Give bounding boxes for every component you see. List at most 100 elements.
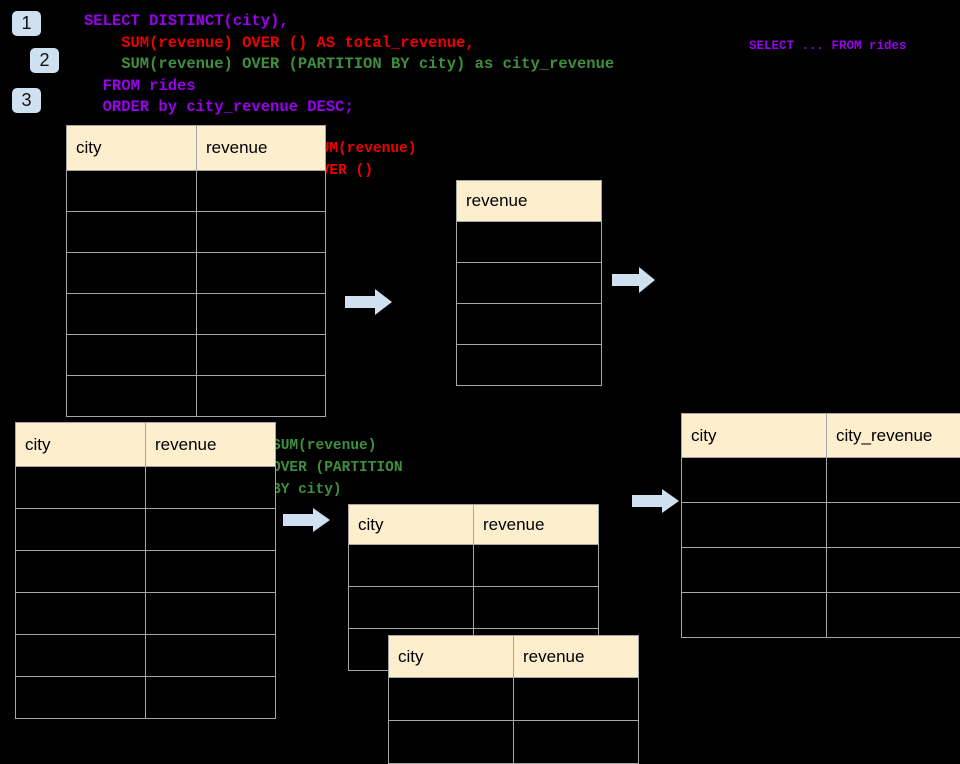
sql-line-select: SELECT DISTINCT(city),: [84, 12, 289, 30]
table-row: [457, 345, 602, 386]
table-row: [682, 548, 960, 593]
column-header-revenue: revenue: [197, 126, 326, 171]
cell-city: [682, 593, 827, 638]
cell-revenue: [197, 294, 326, 335]
sql-query-block: SELECT DISTINCT(city), SUM(revenue) OVER…: [84, 11, 614, 119]
column-header-city: city: [67, 126, 197, 171]
table-header-row: city revenue: [16, 423, 276, 467]
cell-city: [67, 212, 197, 253]
cell-city: [16, 593, 146, 635]
table-row: [16, 467, 276, 509]
annotation-sum-over-partition: SUM(revenue) OVER (PARTITION BY city): [272, 435, 403, 501]
table-rides: city revenue: [66, 125, 326, 417]
cell-revenue: [146, 677, 276, 719]
table-row: [16, 509, 276, 551]
table-header-row: city revenue: [349, 505, 599, 545]
cell-revenue: [457, 222, 602, 263]
cell-city: [682, 458, 827, 503]
cell-city: [682, 503, 827, 548]
arrow-right-icon: [632, 488, 680, 514]
column-header-city: city: [682, 414, 827, 458]
sql-line-total-revenue: SUM(revenue) OVER () AS total_revenue,: [84, 34, 475, 52]
table-row: [67, 335, 326, 376]
cell-city: [67, 376, 197, 417]
cell-city: [16, 509, 146, 551]
table-row: [682, 458, 960, 503]
table-row: [457, 304, 602, 345]
column-header-revenue: revenue: [514, 636, 639, 678]
table-row: [16, 635, 276, 677]
table-row: [389, 721, 639, 764]
cell-city: [349, 545, 474, 587]
cell-revenue: [514, 678, 639, 721]
table-header-row: city revenue: [389, 636, 639, 678]
arrow-right-icon: [345, 288, 393, 316]
table-row: [389, 678, 639, 721]
column-header-city: city: [389, 636, 514, 678]
sql-line-city-revenue: SUM(revenue) OVER (PARTITION BY city) as…: [84, 55, 614, 73]
arrow-right-icon: [283, 507, 331, 533]
column-header-city: city: [16, 423, 146, 467]
table-header-row: city city_revenue: [682, 414, 960, 458]
column-header-city: city: [349, 505, 474, 545]
table-row: [682, 593, 960, 638]
column-header-revenue: revenue: [474, 505, 599, 545]
cell-revenue: [197, 335, 326, 376]
column-header-revenue: revenue: [146, 423, 276, 467]
cell-city: [67, 335, 197, 376]
step-badge-2: 2: [30, 48, 59, 73]
cell-revenue: [457, 263, 602, 304]
cell-revenue: [197, 376, 326, 417]
table-row: [67, 171, 326, 212]
cell-revenue: [146, 467, 276, 509]
cell-revenue: [474, 587, 599, 629]
table-partition-front: city revenue: [388, 635, 639, 764]
table-row: [67, 212, 326, 253]
table-row: [16, 677, 276, 719]
cell-revenue: [146, 551, 276, 593]
sql-line-order-by: ORDER by city_revenue DESC;: [84, 98, 354, 116]
table-row: [457, 222, 602, 263]
cell-city-revenue: [827, 503, 960, 548]
step-badge-3: 3: [12, 88, 41, 113]
cell-city: [67, 253, 197, 294]
cell-revenue: [474, 545, 599, 587]
table-row: [349, 545, 599, 587]
cell-city-revenue: [827, 458, 960, 503]
table-header-row: revenue: [457, 181, 602, 222]
table-total-revenue: revenue: [456, 180, 602, 386]
cell-city: [389, 721, 514, 764]
cell-city: [67, 171, 197, 212]
cell-city: [16, 677, 146, 719]
cell-revenue: [514, 721, 639, 764]
cell-revenue: [197, 171, 326, 212]
table-row: [16, 593, 276, 635]
cell-city-revenue: [827, 593, 960, 638]
cell-city: [16, 635, 146, 677]
column-header-city-revenue: city_revenue: [827, 414, 960, 458]
cell-revenue: [197, 253, 326, 294]
table-row: [67, 253, 326, 294]
cell-revenue: [146, 635, 276, 677]
table-rides-second: city revenue: [15, 422, 276, 719]
cell-city: [389, 678, 514, 721]
column-header-revenue: revenue: [457, 181, 602, 222]
cell-revenue: [457, 345, 602, 386]
table-row: [682, 503, 960, 548]
step-badge-1: 1: [12, 11, 41, 36]
table-row: [67, 376, 326, 417]
sql-line-from: FROM rides: [84, 77, 196, 95]
cell-revenue: [146, 509, 276, 551]
table-header-row: city revenue: [67, 126, 326, 171]
table-row: [67, 294, 326, 335]
cell-city: [16, 551, 146, 593]
table-row: [457, 263, 602, 304]
cell-city-revenue: [827, 548, 960, 593]
annotation-sum-over-empty: SUM(revenue) OVER (): [312, 138, 416, 182]
table-result: city city_revenue: [681, 413, 960, 638]
cell-revenue: [197, 212, 326, 253]
arrow-right-icon: [612, 266, 656, 294]
cell-city: [67, 294, 197, 335]
cell-revenue: [146, 593, 276, 635]
table-row: [349, 587, 599, 629]
